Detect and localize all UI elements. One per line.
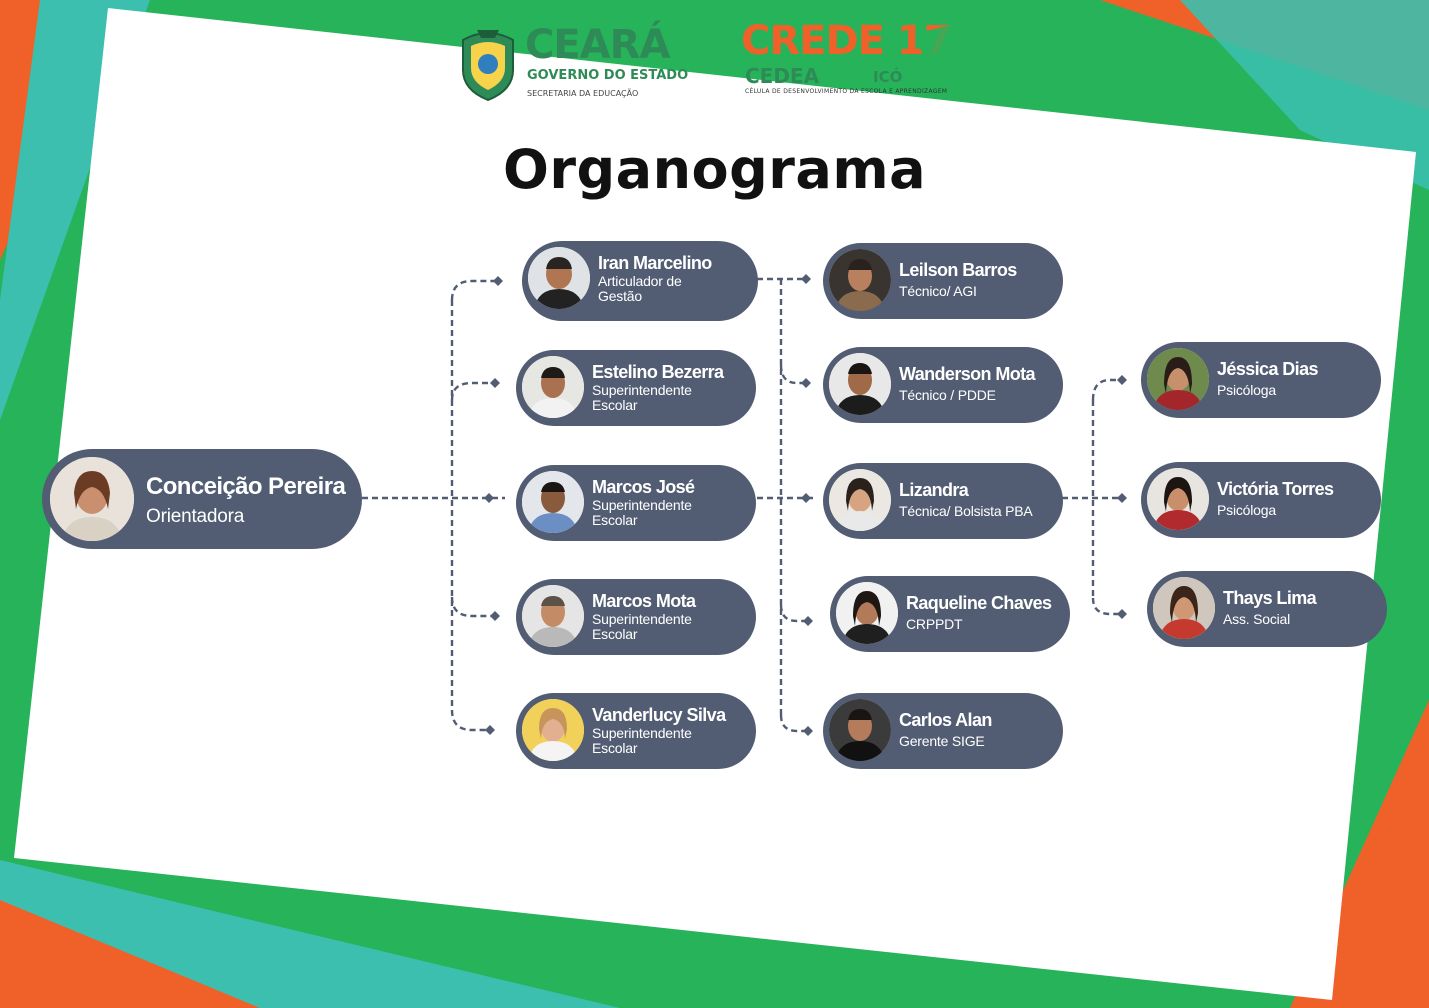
node-name: Conceição Pereira	[146, 473, 346, 500]
org-node: Carlos Alan Gerente SIGE	[823, 693, 1063, 769]
avatar	[50, 457, 134, 541]
node-name: Leilson Barros	[899, 260, 1017, 280]
avatar	[836, 582, 898, 644]
state-map-icon	[915, 26, 977, 80]
node-role: Superintendente Escolar	[592, 382, 692, 413]
org-node: Marcos Mota Superintendente Escolar	[516, 579, 756, 655]
avatar	[829, 699, 891, 761]
avatar	[522, 699, 584, 761]
node-name: Jéssica Dias	[1217, 359, 1318, 379]
node-name: Vanderlucy Silva	[592, 705, 726, 725]
regional-logo-unit: CEDEA	[745, 64, 820, 88]
avatar	[1147, 468, 1209, 530]
header-logos: CEARÁ GOVERNO DO ESTADO SECRETARIA DA ED…	[455, 18, 995, 108]
avatar	[522, 585, 584, 647]
org-node: Estelino Bezerra Superintendente Escolar	[516, 350, 756, 426]
node-role: Gerente SIGE	[899, 733, 985, 749]
node-name: Thays Lima	[1223, 588, 1317, 608]
org-node: Jéssica Dias Psicóloga	[1141, 342, 1381, 418]
org-node: Marcos José Superintendente Escolar	[516, 465, 756, 541]
org-node: Victória Torres Psicóloga	[1141, 462, 1381, 538]
org-node: Leilson Barros Técnico/ AGI	[823, 243, 1063, 319]
node-role: Articulador de Gestão	[598, 273, 682, 304]
node-name: Lizandra	[899, 480, 969, 500]
node-role: Superintendente Escolar	[592, 611, 692, 642]
node-name: Marcos Mota	[592, 591, 696, 611]
node-role: Orientadora	[146, 506, 245, 527]
regional-logo-name: CREDE 17	[741, 18, 952, 64]
regional-logo-city: ICÓ	[873, 68, 903, 86]
org-node-root: Conceição Pereira Orientadora	[42, 449, 362, 549]
node-role: Técnico / PDDE	[899, 387, 996, 403]
org-node: Lizandra Técnica/ Bolsista PBA	[823, 463, 1063, 539]
node-name: Wanderson Mota	[899, 364, 1036, 384]
avatar	[522, 471, 584, 533]
org-node: Wanderson Mota Técnico / PDDE	[823, 347, 1063, 423]
state-logo-name: CEARÁ	[525, 22, 670, 68]
org-node: Vanderlucy Silva Superintendente Escolar	[516, 693, 756, 769]
avatar	[522, 356, 584, 418]
page-title: Organograma	[502, 138, 927, 201]
node-name: Estelino Bezerra	[592, 362, 724, 382]
state-logo-department: SECRETARIA DA EDUCAÇÃO	[527, 89, 639, 98]
node-name: Iran Marcelino	[598, 253, 712, 273]
node-name: Carlos Alan	[899, 710, 992, 730]
node-name: Marcos José	[592, 477, 695, 497]
org-node: Thays Lima Ass. Social	[1147, 571, 1387, 647]
state-logo-subtitle: GOVERNO DO ESTADO	[527, 68, 689, 83]
avatar	[528, 247, 590, 309]
node-role: Psicóloga	[1217, 502, 1276, 518]
avatar	[1153, 577, 1215, 639]
org-node: Iran Marcelino Articulador de Gestão	[522, 241, 758, 321]
avatar	[829, 249, 891, 311]
avatar	[829, 353, 891, 415]
node-role: Técnica/ Bolsista PBA	[899, 503, 1033, 519]
node-role: Técnico/ AGI	[899, 283, 977, 299]
avatar	[829, 469, 891, 531]
regional-logo-caption: CÉLULA DE DESENVOLVIMENTO DA ESCOLA E AP…	[745, 88, 948, 95]
node-name: Victória Torres	[1217, 479, 1334, 499]
node-role: Superintendente Escolar	[592, 497, 692, 528]
avatar	[1147, 348, 1209, 410]
state-coat-of-arms-icon	[462, 30, 514, 102]
node-role: CRPPDT	[906, 616, 963, 632]
org-node: Raqueline Chaves CRPPDT	[830, 576, 1070, 652]
node-role: Psicóloga	[1217, 382, 1276, 398]
node-role: Superintendente Escolar	[592, 725, 692, 756]
node-name: Raqueline Chaves	[906, 593, 1052, 613]
node-role: Ass. Social	[1223, 611, 1291, 627]
